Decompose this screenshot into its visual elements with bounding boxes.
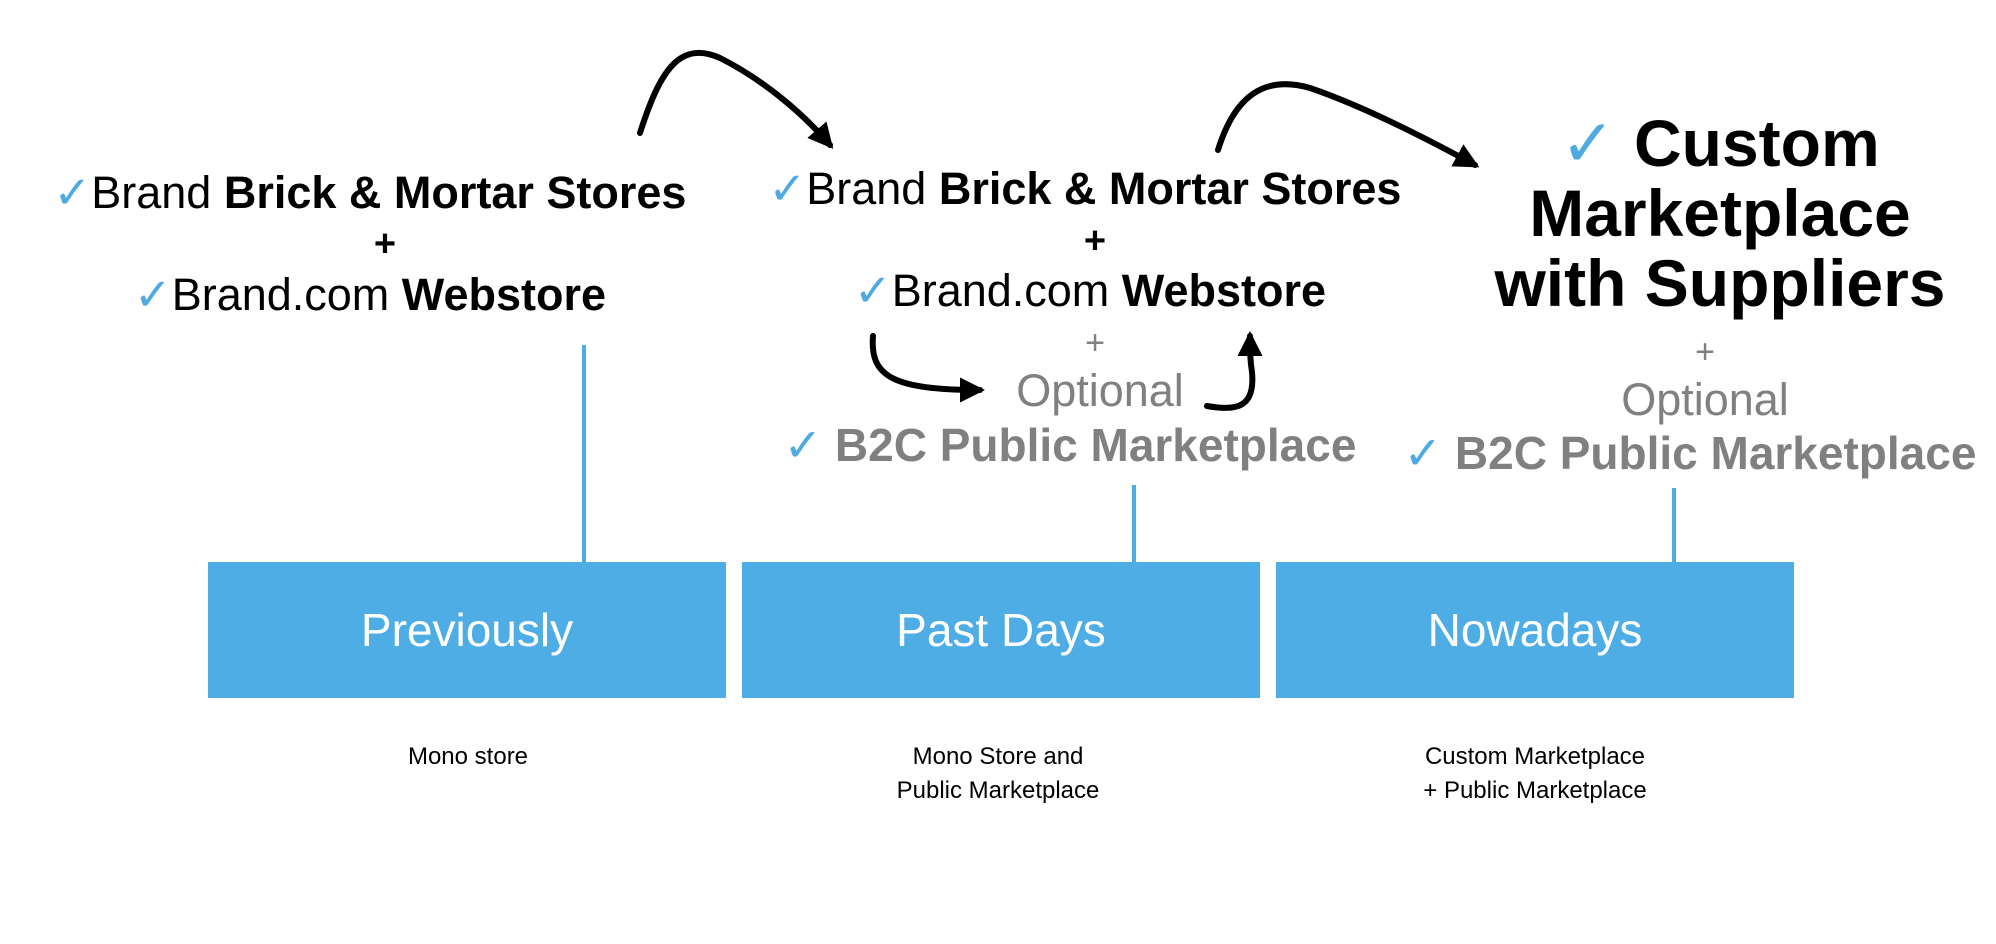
nowadays-title-line-1: ✓ Custom bbox=[1560, 106, 1880, 180]
caption-nowadays: Custom Marketplace + Public Marketplace bbox=[1423, 743, 1647, 804]
past-days-plus: + bbox=[1083, 220, 1107, 262]
arrow-previously-to-past-days bbox=[637, 50, 834, 149]
arrow-webstore-to-marketplace bbox=[869, 333, 986, 403]
connector-past-days bbox=[1132, 485, 1136, 563]
nowadays-plus: + bbox=[1695, 333, 1715, 371]
check-icon: ✓ bbox=[853, 265, 892, 316]
stage-label-past-days: Past Days bbox=[896, 604, 1106, 656]
previously-plus: + bbox=[373, 223, 397, 265]
nowadays-title-line-3: with Suppliers bbox=[1494, 246, 1946, 320]
past-days-webstore-line: ✓Brand.com Webstore bbox=[853, 265, 1327, 316]
arrow-marketplace-to-webstore bbox=[1204, 330, 1263, 411]
nowadays-title-line-2: Marketplace bbox=[1529, 176, 1911, 250]
check-icon: ✓ bbox=[783, 419, 823, 471]
check-icon: ✓ bbox=[53, 167, 92, 218]
connector-nowadays bbox=[1672, 488, 1676, 563]
previously-webstore-line: ✓Brand.com Webstore bbox=[133, 269, 607, 320]
check-icon: ✓ bbox=[1403, 427, 1443, 479]
nowadays-b2c-line: ✓ B2C Public Marketplace bbox=[1403, 427, 1977, 479]
check-icon: ✓ bbox=[1560, 106, 1616, 180]
past-days-stores-line: ✓Brand Brick & Mortar Stores bbox=[768, 163, 1402, 214]
stage-box-past-days: Past Days bbox=[742, 562, 1260, 698]
stage-box-previously: Previously bbox=[208, 562, 726, 698]
arrow-past-days-to-nowadays bbox=[1215, 81, 1480, 168]
stage-label-nowadays: Nowadays bbox=[1427, 604, 1643, 656]
connector-previously bbox=[582, 345, 586, 563]
previously-stores-line: ✓Brand Brick & Mortar Stores bbox=[53, 167, 687, 218]
past-days-b2c-line: ✓ B2C Public Marketplace bbox=[783, 419, 1357, 471]
caption-previously: Mono store bbox=[407, 743, 529, 770]
past-days-plus-optional: + bbox=[1085, 324, 1105, 362]
nowadays-optional: Optional bbox=[1621, 374, 1789, 425]
past-days-optional: Optional bbox=[1016, 365, 1184, 416]
caption-past-days: Mono Store and Public Marketplace bbox=[896, 743, 1100, 804]
check-icon: ✓ bbox=[133, 269, 172, 320]
stage-box-nowadays: Nowadays bbox=[1276, 562, 1794, 698]
check-icon: ✓ bbox=[768, 163, 807, 214]
stage-label-previously: Previously bbox=[360, 604, 574, 656]
